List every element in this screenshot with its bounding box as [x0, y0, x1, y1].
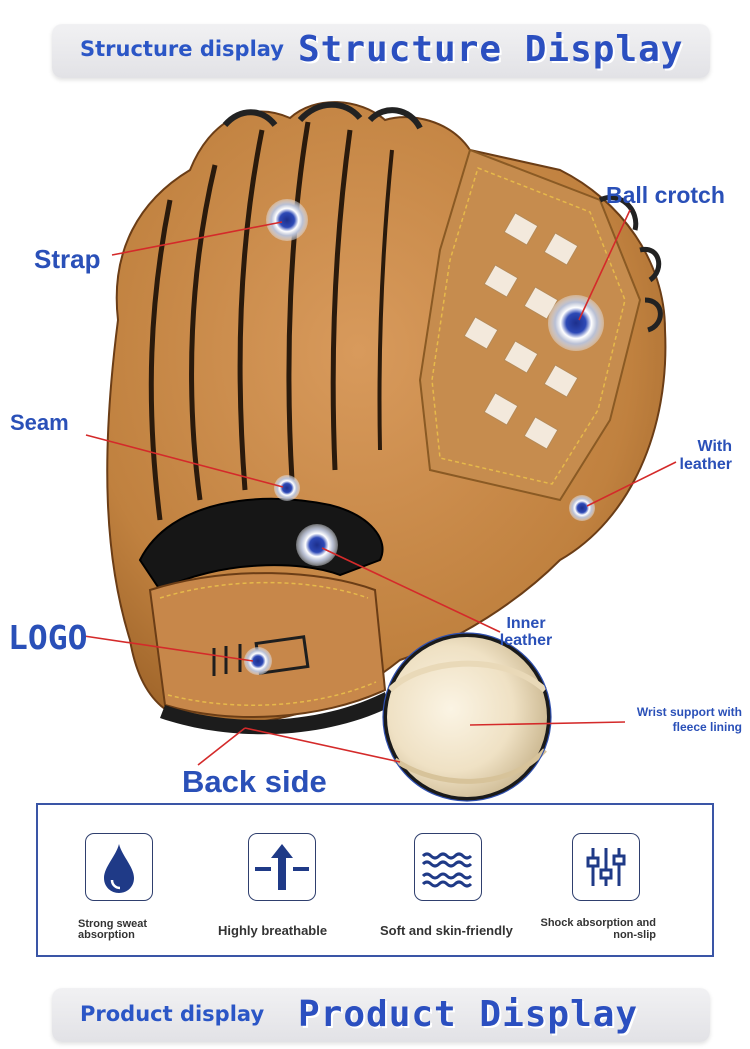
- feature-shock: Shock absorption and non-slip: [538, 805, 708, 955]
- water-drop-icon: [85, 833, 153, 901]
- feature-soft: Soft and skin-friendly: [378, 805, 548, 955]
- banner-small-title: Structure display: [80, 37, 284, 61]
- feature-label: Highly breathable: [218, 923, 328, 938]
- feature-label: Strong sweat absorption: [78, 918, 148, 941]
- label-wrist-support: Wrist support with fleece lining: [636, 705, 742, 734]
- label-inner-leather: Inner leather: [499, 615, 553, 649]
- label-logo: LOGO: [8, 618, 88, 657]
- sliders-icon: [572, 833, 640, 901]
- label-seam: Seam: [10, 410, 69, 435]
- glove-photo: [83, 101, 677, 802]
- features-panel: Strong sweat absorption Highly breathabl…: [36, 803, 714, 957]
- fleece-inset: [382, 632, 552, 802]
- callout-markers: [244, 199, 604, 675]
- feature-sweat: Strong sweat absorption: [48, 805, 218, 955]
- product-banner: Product display Product Display: [52, 988, 710, 1042]
- banner-small-title: Product display: [80, 1002, 265, 1026]
- label-back-side: Back side: [182, 764, 327, 799]
- banner-big-title: Product Display: [298, 994, 639, 1035]
- waves-icon: [414, 833, 482, 901]
- label-with-leather: With leather: [679, 438, 732, 473]
- structure-banner: Structure display Structure Display: [52, 24, 710, 78]
- feature-breathable: Highly breathable: [208, 805, 378, 955]
- feature-label: Soft and skin-friendly: [380, 923, 513, 938]
- label-ball-crotch: Ball crotch: [606, 182, 725, 208]
- banner-big-title: Structure Display: [298, 29, 684, 70]
- label-strap: Strap: [34, 244, 101, 274]
- arrow-up-icon: [248, 833, 316, 901]
- feature-label: Shock absorption and non-slip: [540, 917, 656, 941]
- pointer-lines: [83, 209, 677, 766]
- glove-body: [106, 101, 667, 735]
